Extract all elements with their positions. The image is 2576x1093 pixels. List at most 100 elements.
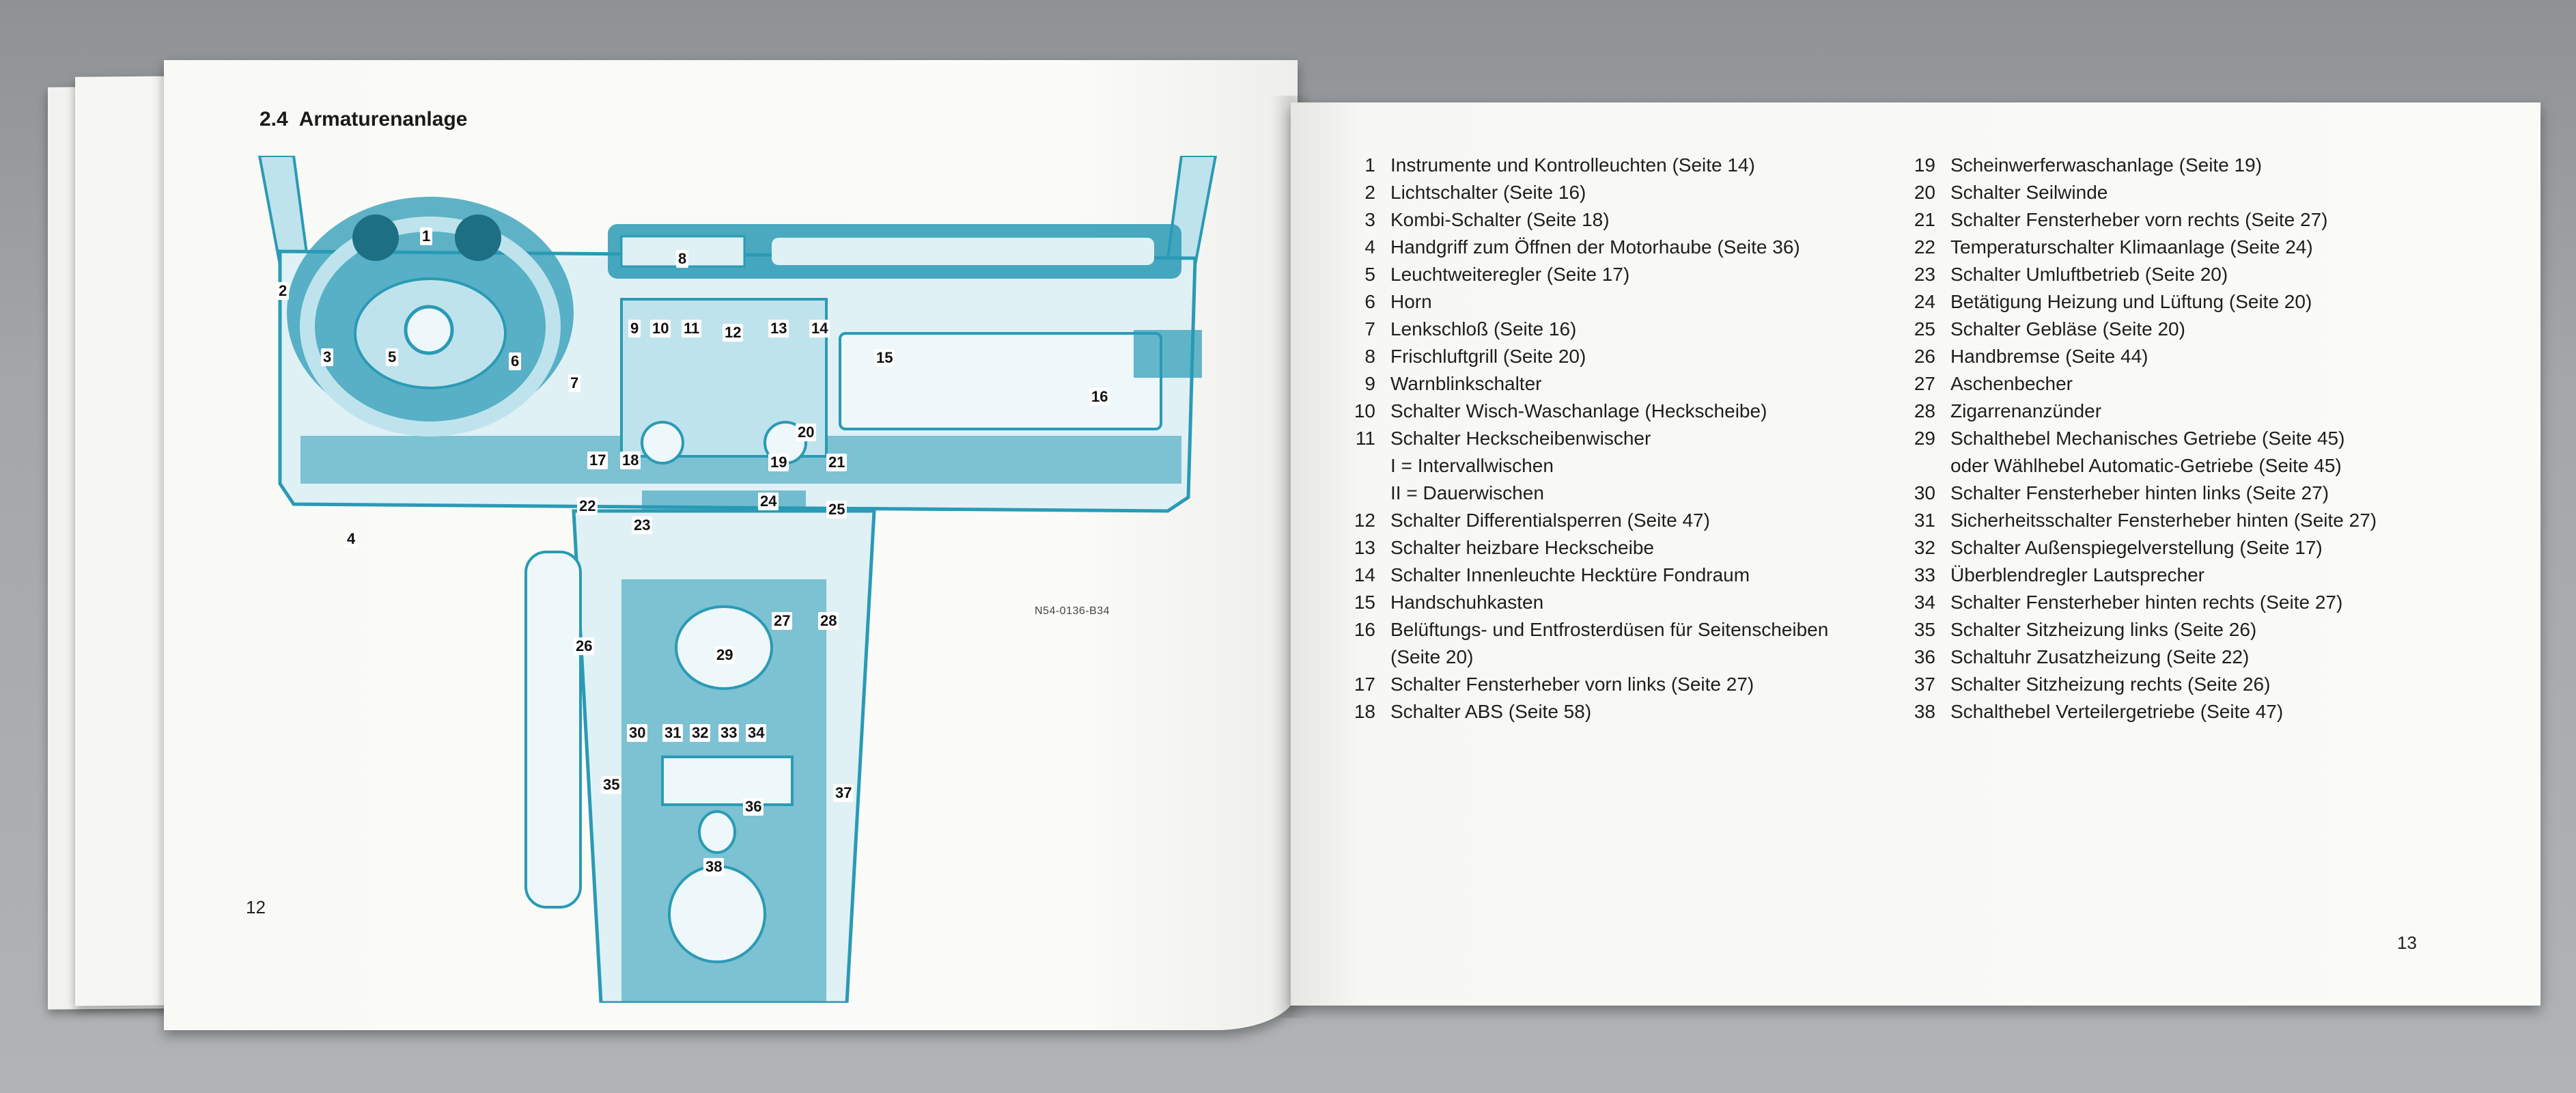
legend-item-label: Schalter Fensterheber vorn links (Seite … [1390,674,1754,695]
legend-item-subline: I = Intervallwischen [1390,455,1554,476]
legend-item-number: 30 [1914,482,1935,503]
legend-item-text: Warnblinkschalter [1390,370,1878,398]
dashboard-illustration: 1 2 3 4 5 6 7 8 9 10 11 12 13 14 15 16 1… [253,154,1222,1005]
legend-item-number: 12 [1354,510,1375,531]
right-page: 1 Instrumente und Kontrolleuchten (Seite … [1291,102,2540,1006]
legend-item-number: 10 [1354,400,1375,421]
legend-item-text: Schalter heizbare Heckscheibe [1390,534,1878,562]
callout-3: 3 [321,348,334,366]
legend-item-text: Schalter Umluftbetrieb (Seite 20) [1950,261,2493,288]
callout-5: 5 [386,348,399,366]
callout-4: 4 [345,530,358,548]
callout-2: 2 [277,282,290,300]
legend-item-number: 21 [1914,209,1935,230]
callout-34: 34 [746,724,767,742]
callout-14: 14 [809,320,830,337]
legend-item-number: 34 [1914,592,1935,613]
callout-7: 7 [568,374,581,392]
legend-item-label: Schalter Innenleuchte Hecktüre Fondraum [1390,564,1750,585]
legend-item-number: 24 [1914,291,1935,312]
legend-item-label: Schalter Fensterheber hinten links (Seit… [1950,482,2329,503]
callout-32: 32 [690,724,711,742]
callout-21: 21 [826,454,848,471]
legend-item: 1 Instrumente und Kontrolleuchten (Seite … [1332,152,1878,179]
legend-item-label: Schalter Differentialsperren (Seite 47) [1390,510,1710,531]
legend-item-label: Schalter Gebläse (Seite 20) [1950,318,2185,340]
callout-33: 33 [718,724,740,742]
legend-item-label: Kombi-Schalter (Seite 18) [1390,209,1610,230]
legend-item-text: Überblendregler Lautsprecher [1950,562,2493,589]
legend-item-number: 26 [1914,346,1935,367]
legend-item-label: Schalter ABS (Seite 58) [1390,701,1592,722]
legend-item-number: 36 [1914,646,1935,667]
legend-item-number: 32 [1914,537,1935,558]
legend-item-text: Handschuhkasten [1390,589,1878,616]
legend-item-subline: oder Wählhebel Automatic-Getriebe (Seite… [1950,455,2342,476]
legend-item-text: Frischluftgrill (Seite 20) [1390,343,1878,370]
legend-item-text: Kombi-Schalter (Seite 18) [1390,206,1878,234]
legend-item-number: 6 [1364,291,1375,312]
legend-item-number: 37 [1914,674,1935,695]
legend-item-label: Zigarrenanzünder [1950,400,2102,421]
legend-item-label: Instrumente und Kontrolleuchten (Seite 1… [1390,154,1755,176]
section-title: Armaturenanlage [298,108,468,130]
legend-item-number: 2 [1364,182,1375,203]
callout-18: 18 [620,452,641,469]
legend-item-number: 1 [1364,154,1375,176]
legend-item: 32 Schalter Außenspiegelverstellung (Seit… [1892,534,2493,562]
legend-item-text: Schalter Gebläse (Seite 20) [1950,316,2493,343]
legend-item-label: Aschenbecher [1950,373,2073,394]
legend-item: 30 Schalter Fensterheber hinten links (Se… [1892,480,2493,507]
legend-item-number: 25 [1914,318,1935,340]
legend-item-number: 5 [1364,264,1375,285]
callout-27: 27 [772,612,793,630]
legend-item-label: Schalter Heckscheibenwischer [1390,428,1651,449]
callout-22: 22 [577,497,598,515]
legend-item-label: Handgriff zum Öffnen der Motorhaube (Sei… [1390,236,1800,258]
legend-item: 34 Schalter Fensterheber hinten rechts (S… [1892,589,2493,616]
legend-item-number: 31 [1914,510,1935,531]
legend-item-number: 3 [1364,209,1375,230]
legend-item-text: Schalter Wisch-Waschanlage (Heckscheibe) [1390,398,1878,425]
legend-item: 3 Kombi-Schalter (Seite 18) [1332,206,1878,234]
legend-item-text: Schalter Außenspiegelverstellung (Seite … [1950,534,2493,562]
callout-24: 24 [758,493,779,510]
legend-item-text: Schalthebel Mechanisches Getriebe (Seite… [1950,425,2493,480]
legend-item-label: Schalter Umluftbetrieb (Seite 20) [1950,264,2228,285]
legend-item-number: 22 [1914,236,1935,258]
legend-item-text: Schalter Seilwinde [1950,179,2493,206]
legend-item-text: Handbremse (Seite 44) [1950,343,2493,370]
legend-item-number: 9 [1364,373,1375,394]
legend-item-text: Schalter Fensterheber hinten links (Seit… [1950,480,2493,507]
legend-item-text: Schalter Fensterheber vorn links (Seite … [1390,671,1878,698]
callout-12: 12 [723,324,744,342]
callout-17: 17 [587,452,608,469]
legend-item-text: Belüftungs- und Entfrosterdüsen für Seit… [1390,616,1878,671]
legend-item-label: Schalter Seilwinde [1950,182,2108,203]
legend-item: 20 Schalter Seilwinde [1892,179,2493,206]
legend-item-text: Schalter Heckscheibenwischer I = Interval… [1390,425,1878,507]
legend-item-label: Schalthebel Mechanisches Getriebe (Seite… [1950,428,2345,449]
legend-item-label: Überblendregler Lautsprecher [1950,564,2204,585]
legend-item-label: Warnblinkschalter [1390,373,1542,394]
callout-15: 15 [874,349,895,367]
callout-11: 11 [682,320,702,337]
legend-item-number: 20 [1914,182,1935,203]
legend-item-label: Schalter Fensterheber hinten rechts (Sei… [1950,592,2343,613]
legend-item-text: Schalter Differentialsperren (Seite 47) [1390,507,1878,534]
